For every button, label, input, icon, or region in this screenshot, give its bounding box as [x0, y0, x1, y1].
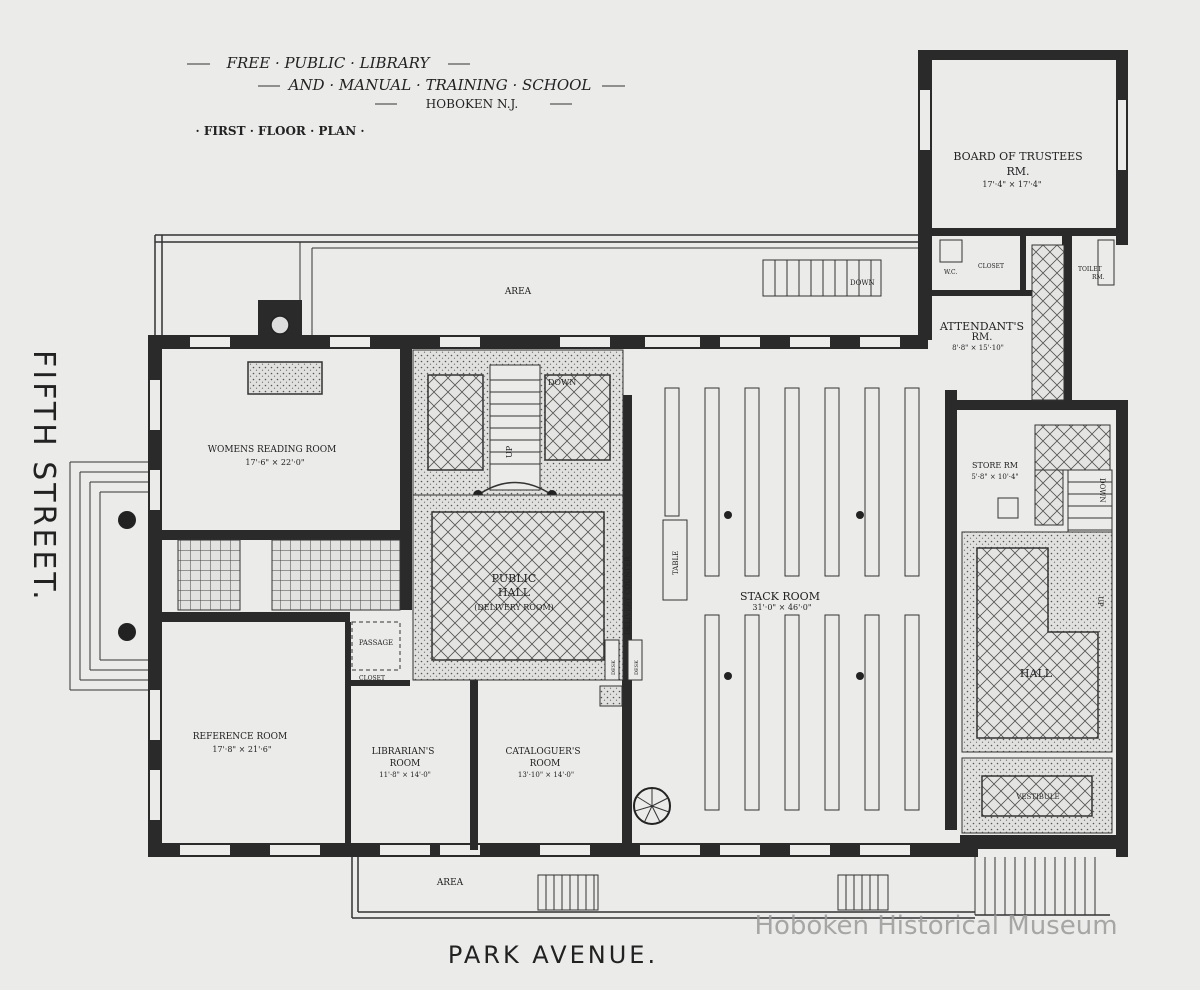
areaway-outlines — [69, 234, 975, 919]
area-bottom-label: AREA — [436, 878, 464, 888]
librarian-room-label-1: LIBRARIAN'S — [372, 747, 435, 757]
desk-label-west: DESK — [611, 660, 617, 675]
public-stair-up: UP — [505, 445, 514, 458]
header-line-3: HOBOKEN N.J. — [426, 97, 518, 111]
stack-shelves — [664, 387, 920, 811]
stack-columns — [724, 511, 864, 680]
womens-room-label: WOMENS READING ROOM — [208, 445, 337, 455]
park-avenue-label: PARK AVENUE. — [448, 941, 658, 969]
entrance-column-north — [118, 511, 136, 529]
wc-label: W.C. — [944, 269, 957, 276]
area-stair-down-label: DOWN — [850, 279, 875, 287]
board-room-rm: RM. — [1006, 165, 1029, 178]
cataloguer-room-label-2: ROOM — [530, 759, 561, 769]
reference-room-label: REFERENCE ROOM — [193, 732, 287, 742]
delivery-counter-label: DELIVERY COUNTER — [624, 556, 632, 635]
area-stair-top — [762, 259, 882, 297]
room-labels: BOARD OF TRUSTEES RM. 17'·4" × 17'·4" W.… — [193, 150, 1106, 888]
fifth-street-label: FIFTH STREET. — [26, 350, 61, 603]
museum-watermark: Hoboken Historical Museum — [754, 911, 1117, 941]
store-room-dim: 5'·8" × 10'·4" — [971, 473, 1018, 481]
desk-label-east: DESK — [634, 660, 640, 675]
board-room-title: BOARD OF TRUSTEES — [953, 150, 1082, 163]
right-landing-lattice-2 — [1034, 469, 1064, 526]
area-steps-bottom — [537, 874, 889, 911]
attendants-label: ATTENDANT'S — [939, 320, 1024, 333]
corridor-tile-west — [177, 539, 241, 611]
public-hall-stair — [412, 349, 624, 500]
closet-top-label: CLOSET — [978, 263, 1004, 270]
chimney-flue — [270, 315, 290, 335]
delivery-room-label: (DELIVERY ROOM) — [474, 603, 554, 612]
entrance-column-south — [118, 623, 136, 641]
attendants-rm-label: RM. — [972, 332, 993, 343]
right-stair-up: UP — [1096, 596, 1104, 607]
dumbwaiter — [997, 497, 1019, 519]
womens-room-dim: 17'·6" × 22'·0" — [245, 458, 304, 467]
plan-header: FREE · PUBLIC · LIBRARY AND · MANUAL · T… — [187, 54, 625, 138]
store-room-label: STORE RM — [972, 461, 1018, 470]
passage-box — [351, 621, 401, 671]
hall-floor — [976, 547, 1099, 739]
toilet-rm-label: RM. — [1092, 274, 1105, 281]
public-hall-label-2: HALL — [498, 586, 531, 599]
librarian-room-label-2: ROOM — [390, 759, 421, 769]
wc-fixture — [939, 239, 963, 263]
public-stair-down: DOWN — [548, 378, 576, 387]
hall-newel — [599, 685, 623, 707]
windows — [150, 90, 1126, 855]
interior-walls — [160, 236, 1070, 850]
desk-east — [627, 639, 643, 681]
public-hall-label-1: PUBLIC — [492, 572, 537, 585]
vestibule-label: VESTIBULE — [1015, 793, 1059, 801]
header-line-2: AND · MANUAL · TRAINING · SCHOOL — [287, 76, 592, 94]
toilet-label: TOILET — [1078, 266, 1102, 273]
cataloguer-room-label-1: CATALOGUER'S — [505, 747, 580, 757]
board-room-dim: 17'·4" × 17'·4" — [982, 180, 1041, 189]
entrance-steps — [974, 857, 1110, 916]
desk-west — [604, 639, 620, 681]
area-top-label: AREA — [504, 287, 532, 297]
stack-room-label: STACK ROOM — [740, 590, 820, 603]
librarian-room-dim: 11'·8" × 14'·0" — [379, 771, 431, 779]
header-line-1: FREE · PUBLIC · LIBRARY — [226, 54, 432, 72]
hall-label: HALL — [1020, 667, 1053, 680]
womens-room-alcove — [247, 361, 323, 395]
attendants-dim: 8'·8" × 15'·10" — [952, 344, 1004, 352]
toilet-fixture — [1097, 239, 1115, 286]
spiral-stair — [633, 787, 671, 825]
plan-title: · FIRST · FLOOR · PLAN · — [195, 124, 364, 138]
right-landing-lattice — [1034, 424, 1111, 471]
corridor-tile-east — [271, 539, 401, 611]
closet-mid-label: CLOSET — [359, 675, 385, 682]
right-strip-lattice — [1031, 244, 1065, 401]
public-hall-floor — [431, 511, 605, 661]
table-label: TABLE — [672, 551, 680, 575]
cataloguer-room-dim: 13'·10" × 14'·0" — [518, 771, 574, 779]
vestibule-floor — [981, 775, 1093, 817]
stack-table — [662, 519, 688, 601]
right-stair-down: DOWN — [1098, 478, 1106, 503]
passage-label: PASSAGE — [359, 639, 393, 647]
stack-room-dim: 31'·0" × 46'·0" — [752, 603, 811, 612]
reference-room-dim: 17'·8" × 21'·6" — [212, 745, 271, 754]
